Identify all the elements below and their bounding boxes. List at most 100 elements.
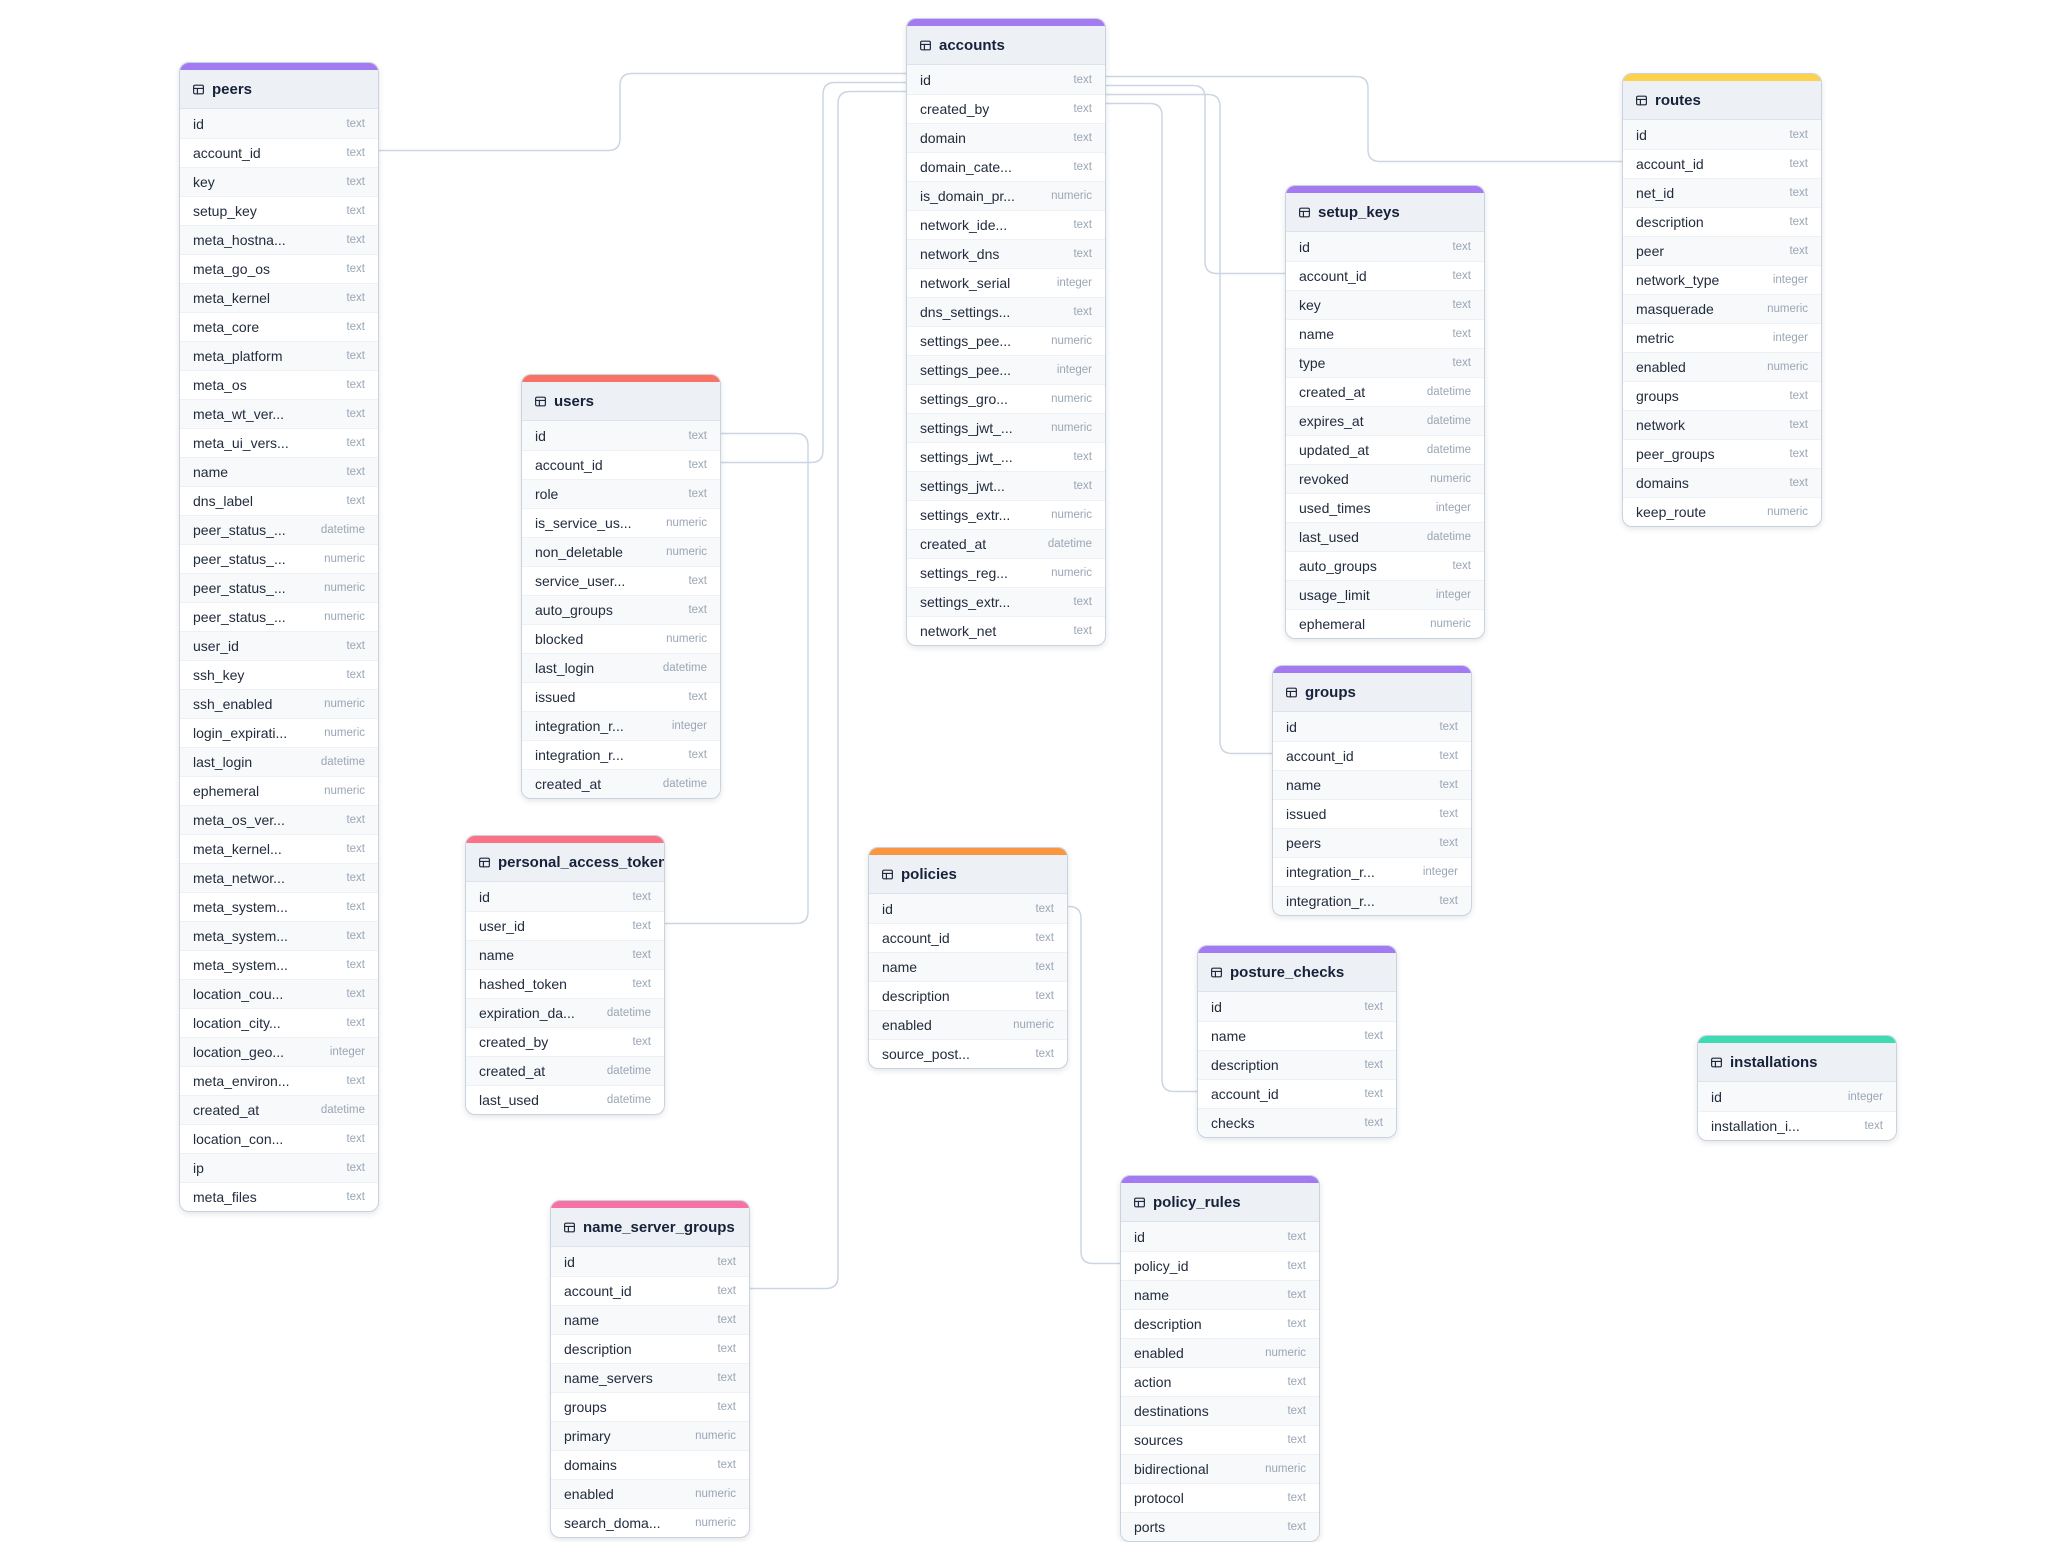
field-name: account_id: [193, 145, 261, 161]
field-type: text: [1364, 1059, 1383, 1071]
field-row: meta_environ...text: [180, 1066, 378, 1095]
field-name: description: [564, 1341, 632, 1357]
field-type: text: [346, 872, 365, 884]
field-name: source_post...: [882, 1046, 970, 1062]
field-name: is_domain_pr...: [920, 188, 1015, 204]
table-name: users: [554, 392, 595, 410]
field-name: settings_jwt...: [920, 478, 1005, 494]
field-name: last_login: [535, 660, 595, 676]
field-name: expires_at: [1299, 413, 1364, 429]
field-type: numeric: [1051, 509, 1092, 521]
field-row: expiration_da...datetime: [466, 998, 664, 1027]
field-type: text: [1364, 1117, 1383, 1129]
field-row: location_geo...integer: [180, 1037, 378, 1066]
field-type: numeric: [666, 633, 707, 645]
field-name: integration_r...: [535, 747, 624, 763]
field-type: numeric: [1767, 361, 1808, 373]
field-row: location_city...text: [180, 1008, 378, 1037]
table-color-bar: [522, 375, 720, 382]
field-name: meta_platform: [193, 348, 283, 364]
field-type: datetime: [606, 1007, 651, 1019]
field-type: text: [1452, 357, 1471, 369]
field-name: settings_extr...: [920, 507, 1011, 523]
table-icon: [1210, 966, 1223, 979]
field-type: text: [1364, 1000, 1383, 1013]
table-header: posture_checks: [1198, 953, 1396, 992]
field-type: numeric: [666, 517, 707, 529]
field-name: name: [1134, 1287, 1170, 1303]
field-type: numeric: [1051, 335, 1092, 347]
field-name: location_city...: [193, 1015, 281, 1031]
field-type: text: [346, 263, 365, 275]
field-type: datetime: [320, 756, 365, 768]
field-name: description: [1211, 1057, 1279, 1073]
field-row: is_service_us...numeric: [522, 508, 720, 537]
field-type: text: [1073, 248, 1092, 260]
field-type: numeric: [695, 1430, 736, 1442]
field-name: id: [479, 888, 490, 905]
field-name: id: [1636, 126, 1647, 143]
field-type: text: [346, 843, 365, 855]
field-type: text: [1364, 1088, 1383, 1100]
field-type: text: [1287, 1318, 1306, 1330]
field-type: text: [1789, 158, 1808, 170]
field-type: numeric: [1013, 1019, 1054, 1031]
field-name: description: [1134, 1316, 1202, 1332]
field-name: service_user...: [535, 573, 626, 589]
field-type: numeric: [1051, 422, 1092, 434]
field-name: network_serial: [920, 275, 1011, 291]
field-row: integration_r...integer: [522, 711, 720, 740]
table-name: groups: [1305, 683, 1356, 701]
field-type: text: [688, 459, 707, 471]
field-name: meta_ui_vers...: [193, 435, 289, 451]
field-name: ssh_enabled: [193, 696, 273, 712]
field-type: text: [688, 691, 707, 703]
field-name: id: [535, 427, 546, 444]
field-row: settings_jwt_...numeric: [907, 413, 1105, 442]
field-type: datetime: [1426, 531, 1471, 543]
field-type: text: [632, 949, 651, 961]
field-name: id: [1286, 718, 1297, 735]
field-name: domain_cate...: [920, 159, 1012, 175]
field-name: id: [920, 71, 931, 88]
field-name: id: [1134, 1228, 1145, 1245]
field-name: network: [1636, 417, 1686, 433]
relation-accounts-groups: [1103, 93, 1273, 755]
table-color-bar: [1198, 946, 1396, 953]
field-name: id: [1711, 1088, 1722, 1105]
field-name: dns_settings...: [920, 304, 1011, 320]
field-type: text: [346, 117, 365, 130]
field-row: settings_extr...text: [907, 587, 1105, 616]
field-row: peer_status_...numeric: [180, 544, 378, 573]
